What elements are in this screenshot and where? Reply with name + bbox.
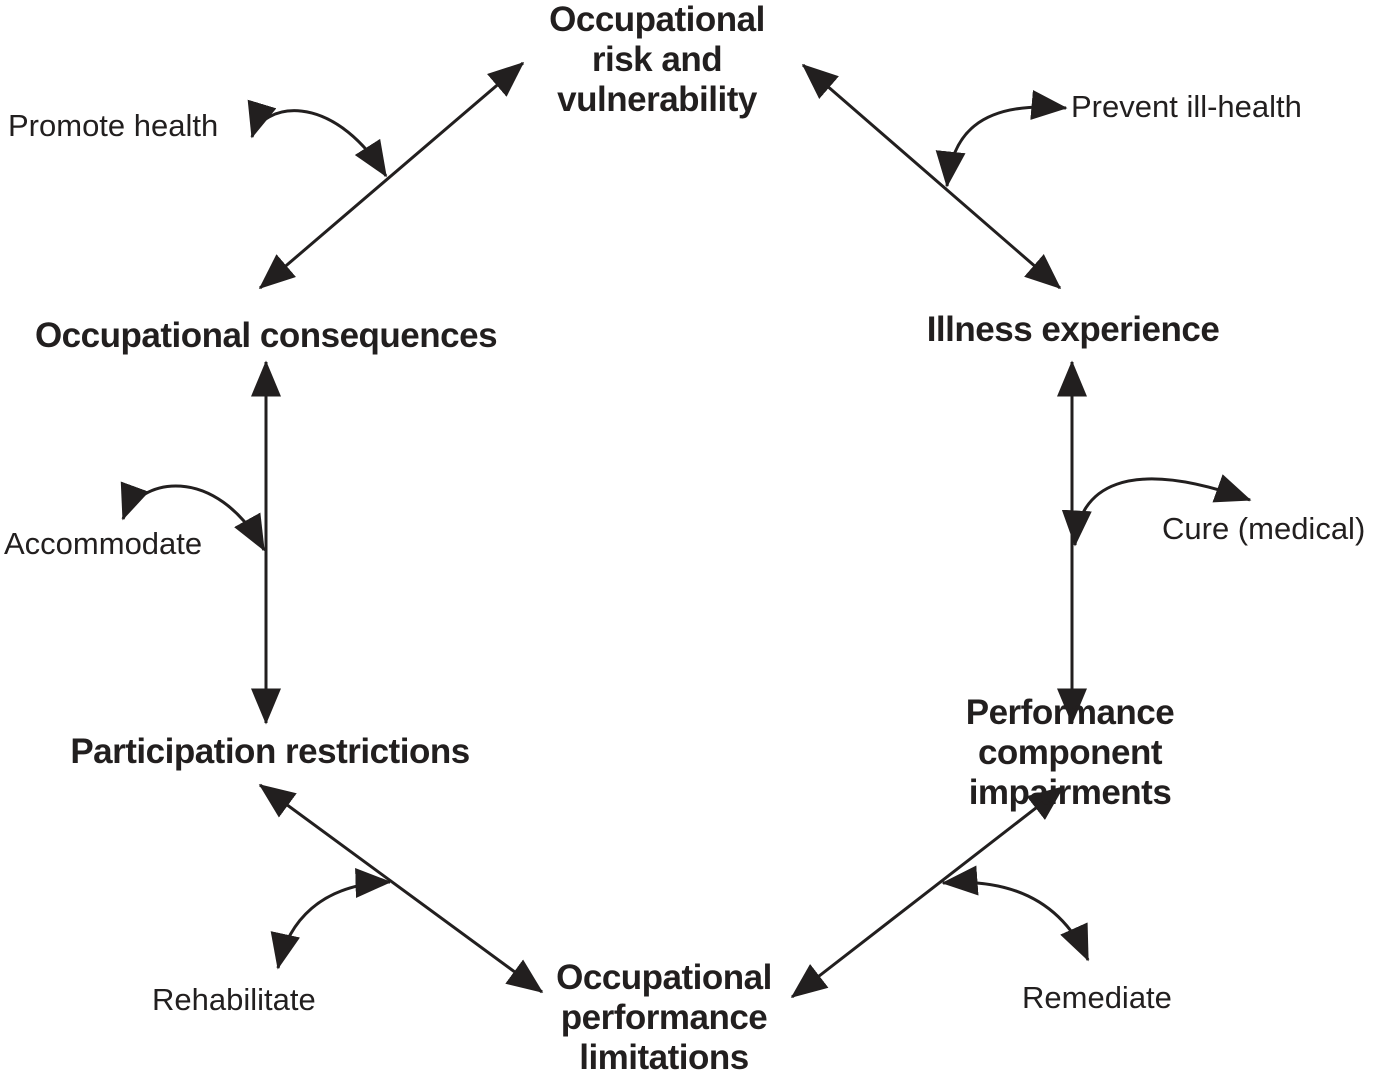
node-participation-restrictions: Participation restrictions (70, 732, 470, 771)
curve-promote-health (247, 99, 388, 178)
node-occupational-performance-limitations: Occupational performance limitations (556, 958, 772, 1077)
intervention-accommodate: Accommodate (4, 526, 203, 561)
arrow-risk-illness (801, 63, 1062, 290)
node-performance-component-impairments: Performance component impairments (965, 693, 1175, 812)
arrow-consequences-risk (258, 61, 525, 290)
intervention-rehabilitate: Rehabilitate (152, 982, 316, 1017)
curve-remediate (941, 865, 1090, 962)
intervention-remediate: Remediate (1022, 980, 1172, 1015)
intervention-prevent-ill-health: Prevent ill-health (1071, 89, 1302, 124)
intervention-cure-medical: Cure (medical) (1162, 511, 1366, 546)
arrow-participation-limitations (258, 783, 544, 994)
node-illness-experience: Illness experience (926, 310, 1220, 349)
curve-cure-medical (1061, 474, 1252, 547)
arrow-impairments-limitations (790, 785, 1065, 999)
node-occupational-consequences: Occupational consequences (34, 316, 498, 355)
curve-accommodate (120, 481, 266, 552)
intervention-promote-health: Promote health (8, 108, 219, 143)
curve-prevent-ill-health (935, 90, 1068, 188)
node-occupational-risk-and-vulnerability: Occupational risk and vulnerability (549, 0, 765, 119)
curve-rehabilitate (270, 868, 392, 970)
